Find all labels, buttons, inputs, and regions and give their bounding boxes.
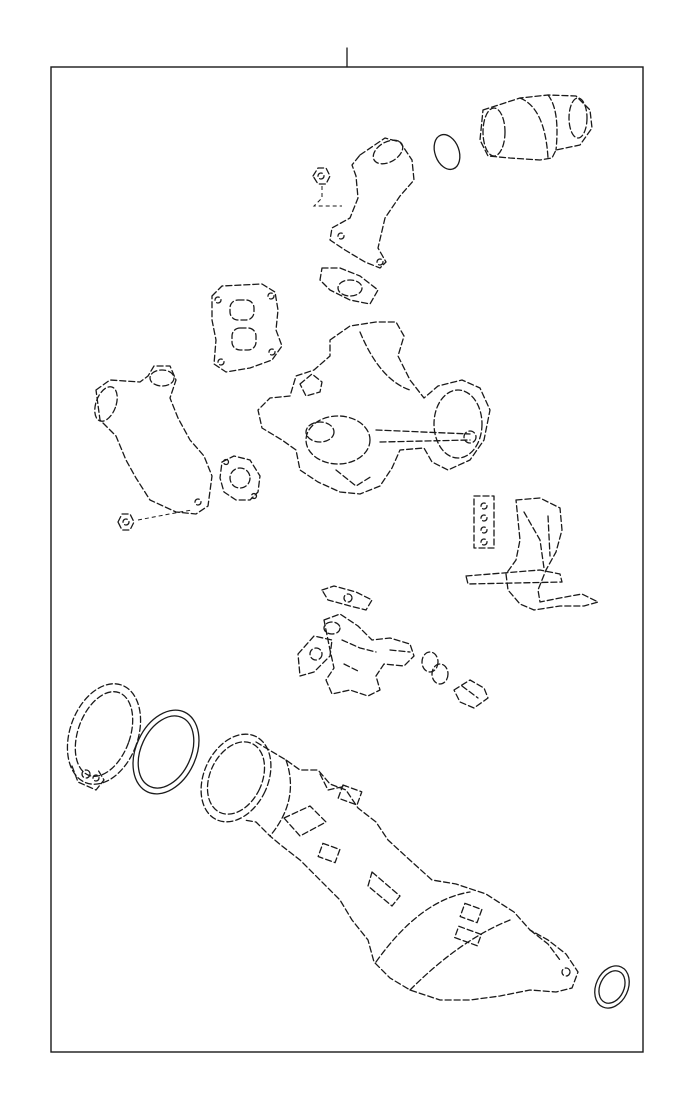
nut-left — [117, 513, 135, 531]
ring-gasket-large — [132, 709, 200, 795]
exhaust-elbow — [94, 365, 213, 521]
washer-pair — [421, 651, 449, 685]
heat-shield-bracket — [465, 497, 599, 611]
gasket-small — [319, 267, 379, 305]
gasket-turbo-flange — [219, 455, 261, 501]
oil-pipe — [323, 613, 415, 697]
catalytic-converter — [200, 733, 579, 1001]
ring-gasket-small — [594, 965, 630, 1009]
bracket-plate — [473, 495, 495, 549]
outlet-pipe — [329, 137, 415, 269]
o-ring — [433, 133, 461, 171]
intake-connector — [479, 94, 593, 161]
gasket-oil-line — [321, 585, 373, 611]
nut-top — [312, 167, 342, 207]
turbocharger — [257, 321, 491, 495]
gasket-oil-inlet — [297, 635, 333, 677]
gasket-manifold — [211, 283, 283, 373]
v-band-clamp — [66, 683, 142, 791]
assembly-frame — [50, 66, 644, 1053]
plug-fitting — [453, 679, 489, 709]
